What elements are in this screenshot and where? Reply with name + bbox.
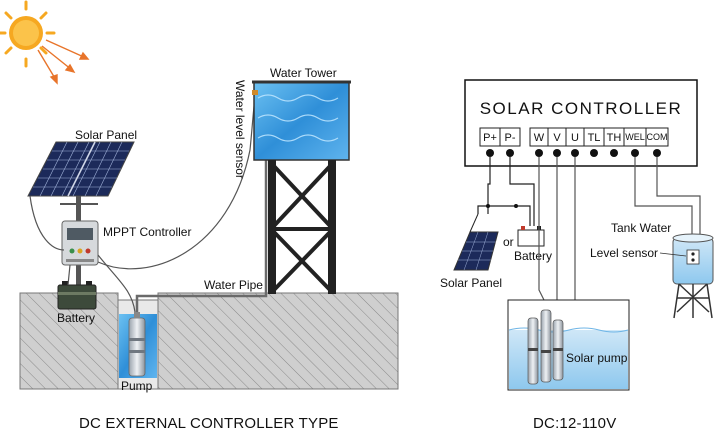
wire-p-plus bbox=[487, 157, 491, 214]
left-caption: DC EXTERNAL CONTROLLER TYPE bbox=[79, 415, 339, 432]
terminal-label-w: W bbox=[534, 132, 545, 144]
solar-panel-right-label: Solar Panel bbox=[440, 276, 502, 290]
wire-panel-controller bbox=[29, 195, 65, 251]
battery-left-label: Battery bbox=[57, 311, 95, 325]
wire-battery-link bbox=[477, 205, 531, 226]
solar-pump-icon bbox=[527, 309, 564, 385]
terminal-label-u: U bbox=[571, 132, 579, 144]
water-level-sensor-label: Water level sensor bbox=[233, 80, 247, 179]
water-tower-label: Water Tower bbox=[270, 66, 337, 80]
solar-controller-box bbox=[464, 79, 698, 167]
terminal-label-com: COM bbox=[647, 132, 668, 142]
well-tank-right bbox=[507, 299, 630, 391]
pump-label: Pump bbox=[121, 379, 153, 393]
tank-water-right bbox=[672, 233, 714, 319]
terminal-screws bbox=[486, 149, 661, 157]
wire-wel bbox=[634, 157, 693, 244]
level-sensor-left-icon bbox=[252, 90, 258, 95]
solar-panel-right bbox=[453, 213, 499, 271]
wire-com bbox=[656, 157, 701, 244]
right-caption: DC:12-110V bbox=[533, 415, 616, 432]
wire-controller-pump bbox=[97, 254, 136, 313]
wire-level-sensor bbox=[97, 91, 257, 270]
tank-water-label: Tank Water bbox=[611, 221, 671, 235]
sun-icon bbox=[0, 0, 56, 68]
battery-left-icon bbox=[57, 281, 97, 310]
sun-rays-icon bbox=[37, 39, 90, 85]
terminal-label-wel: WEL bbox=[625, 132, 645, 142]
solar-panel-left-label: Solar Panel bbox=[75, 128, 137, 142]
level-sensor-label: Level sensor bbox=[590, 246, 658, 260]
terminal-label-p-minus: P- bbox=[505, 132, 516, 144]
water-pipe-label: Water Pipe bbox=[204, 278, 263, 292]
mppt-controller-icon bbox=[61, 220, 99, 266]
solar-controller-title: SOLAR CONTROLLER bbox=[480, 99, 683, 118]
or-label: or bbox=[503, 235, 514, 249]
wire-p-minus bbox=[509, 157, 535, 226]
water-tower bbox=[252, 80, 351, 294]
terminal-label-tl: TL bbox=[588, 132, 601, 144]
battery-right-icon bbox=[517, 226, 545, 247]
solar-panel-left bbox=[27, 141, 135, 294]
pump-icon bbox=[128, 312, 146, 377]
water-pipe bbox=[135, 160, 268, 312]
wire-controller-battery bbox=[67, 264, 71, 286]
terminal-strip bbox=[479, 127, 669, 147]
terminal-label-th: TH bbox=[607, 132, 622, 144]
solar-pump-label: Solar pump bbox=[566, 351, 628, 365]
terminal-label-p-plus: P+ bbox=[483, 132, 497, 144]
terminal-label-v: V bbox=[553, 132, 561, 144]
mppt-controller-label: MPPT Controller bbox=[103, 225, 191, 239]
battery-right-label: Battery bbox=[514, 249, 552, 263]
